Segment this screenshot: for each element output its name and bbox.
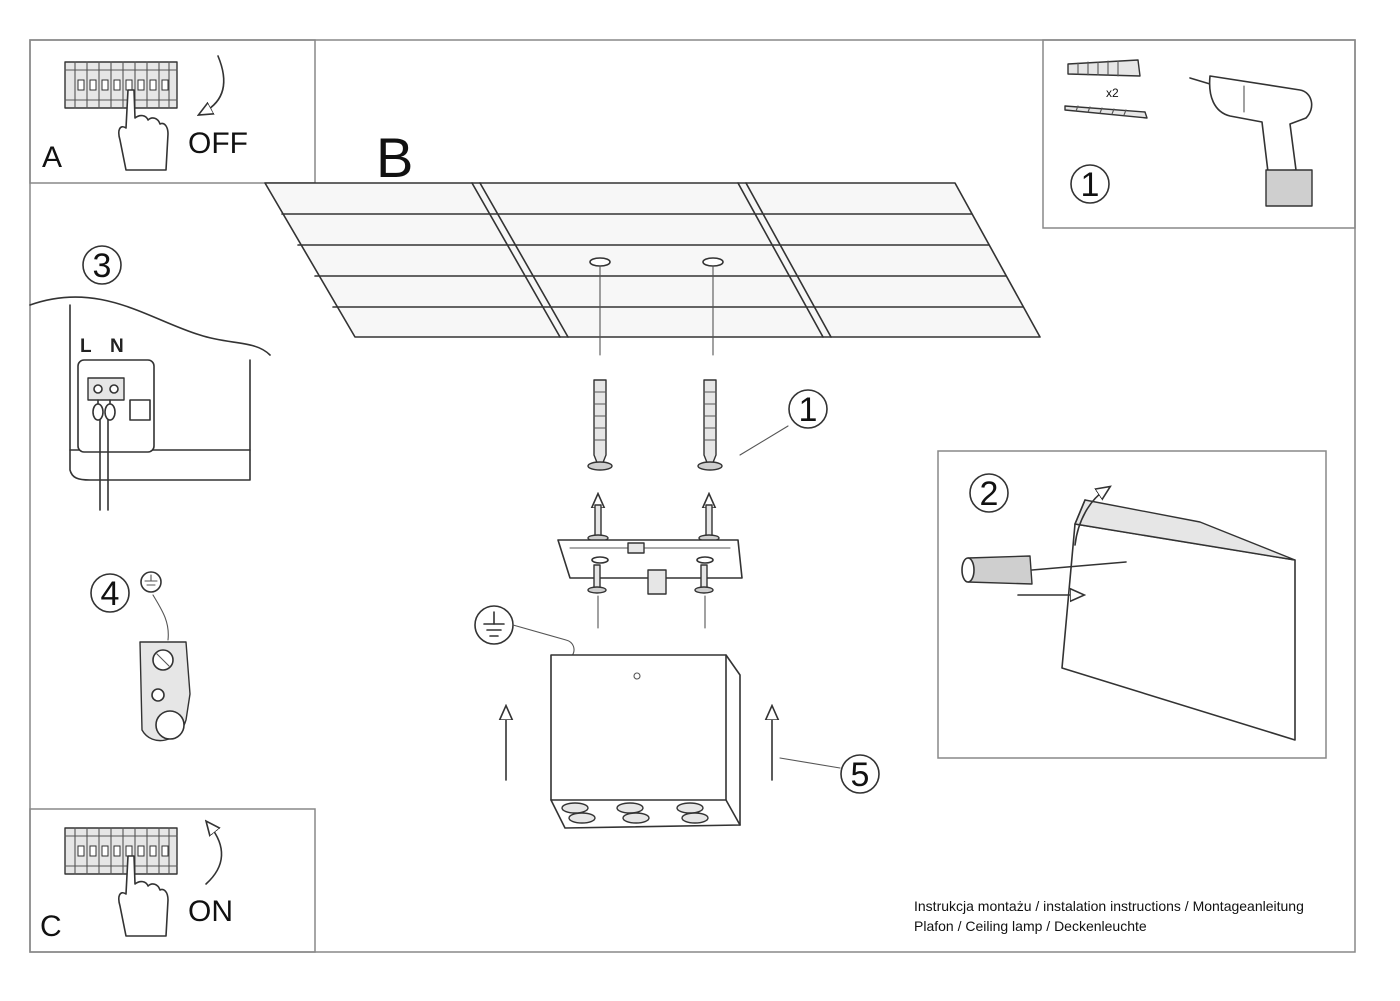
wall-plug-left-icon bbox=[587, 379, 613, 471]
panel-b-letter: B bbox=[376, 126, 413, 189]
step-badge bbox=[90, 573, 130, 613]
screw-icon bbox=[698, 504, 720, 544]
hand-icon bbox=[118, 89, 169, 171]
open-box-step-number: 2 bbox=[980, 475, 999, 513]
ground-wire bbox=[152, 594, 169, 641]
panel-a-letter: A bbox=[42, 141, 62, 174]
screwdriver-icon bbox=[961, 555, 1127, 585]
footer-line-1: Instrukcja montażu / instalation instruc… bbox=[914, 898, 1304, 914]
bracket-screw-icon bbox=[694, 564, 714, 594]
arrow-up-icon bbox=[206, 826, 223, 885]
ground-panel: 4 bbox=[90, 571, 191, 742]
hand-icon bbox=[118, 855, 169, 937]
step-badge bbox=[788, 389, 828, 429]
outer-frame bbox=[29, 39, 1356, 953]
panel-c-action: ON bbox=[188, 895, 233, 928]
panel-b: B bbox=[264, 126, 1041, 356]
panel-c-letter: C bbox=[40, 910, 62, 943]
callout-line bbox=[779, 757, 841, 769]
callout-line bbox=[739, 425, 789, 456]
ground-wire bbox=[512, 624, 575, 657]
breaker-box-icon bbox=[64, 61, 178, 109]
wall-plug-right-icon bbox=[697, 379, 723, 471]
step-mount-number: 5 bbox=[851, 756, 870, 794]
ground-step-number: 4 bbox=[101, 575, 120, 613]
tools-panel: x2 1 bbox=[1042, 39, 1356, 229]
ceiling-lamp-body bbox=[550, 654, 741, 829]
rotate-arrow-icon bbox=[1074, 490, 1105, 546]
live-label: L bbox=[80, 336, 92, 357]
wall-plug-icon bbox=[1067, 59, 1141, 77]
wiring-panel: 3 L N bbox=[29, 245, 271, 511]
bracket-screw-icon bbox=[587, 564, 607, 594]
screw-icon bbox=[1064, 105, 1148, 119]
panel-c: C ON bbox=[29, 808, 316, 953]
panel-a-frame bbox=[29, 39, 316, 184]
footer-line-2: Plafon / Ceiling lamp / Deckenleuchte bbox=[914, 918, 1147, 934]
wiring-step-number: 3 bbox=[93, 247, 112, 285]
quantity-label: x2 bbox=[1106, 86, 1119, 100]
wall-outline bbox=[29, 296, 271, 356]
arrow-down-icon bbox=[204, 55, 225, 112]
step-badge bbox=[1070, 164, 1110, 204]
tools-panel-frame bbox=[1042, 39, 1356, 229]
ground-symbol-icon bbox=[474, 605, 514, 645]
step-screws-number: 1 bbox=[799, 391, 818, 429]
step-badge bbox=[840, 754, 880, 794]
ground-symbol-icon bbox=[140, 571, 162, 593]
breaker-box-icon bbox=[64, 827, 178, 875]
ceiling-tiles bbox=[264, 182, 1041, 338]
panel-c-frame bbox=[29, 808, 316, 953]
ground-terminal bbox=[139, 641, 191, 742]
open-box-panel: 2 bbox=[937, 450, 1327, 759]
step-badge bbox=[82, 245, 122, 285]
mounting-bracket bbox=[557, 539, 743, 595]
step-badge bbox=[969, 473, 1009, 513]
neutral-label: N bbox=[110, 336, 124, 357]
panel-a: A OFF bbox=[29, 39, 316, 184]
open-box-panel-frame bbox=[937, 450, 1327, 759]
panel-a-action: OFF bbox=[188, 127, 248, 160]
screw-icon bbox=[587, 504, 609, 544]
tools-step-number: 1 bbox=[1081, 166, 1100, 204]
lamp-box-open bbox=[1061, 499, 1296, 741]
drill-icon bbox=[1189, 75, 1313, 207]
